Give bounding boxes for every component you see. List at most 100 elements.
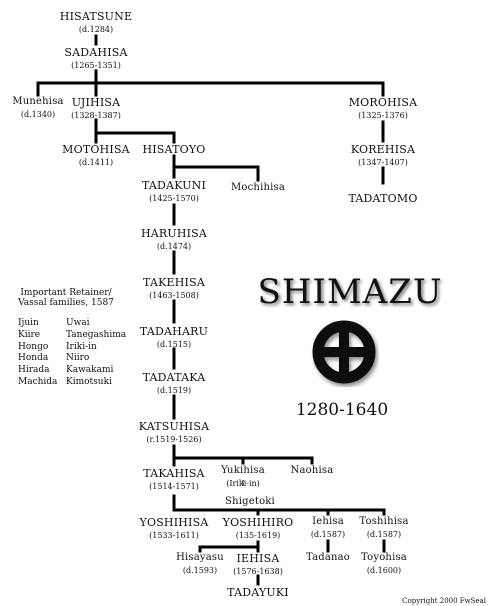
person-takehisa: TAKEHISA (1463-1508) [143,277,205,300]
person-dates: (1328-1387) [71,111,121,120]
person-name: Iehisa [312,516,344,527]
person-shigetoki: Shigetoki [225,497,275,507]
person-dates: (1325-1376) [358,111,408,120]
person-hisayasu: Hisayasu (d.1593) [176,553,224,575]
person-toyohisa: Toyohisa (d.1600) [361,553,407,575]
person-dates: (d.1340) [20,110,56,119]
person-name: HISATOYO [142,143,206,156]
person-dates: (d.1474) [156,242,192,251]
retainer-family: Honda [18,353,49,364]
person-name: TADAYUKI [227,586,289,599]
person-dates: (1425-1570) [149,194,199,203]
retainer-family: Hirada [18,365,50,376]
person-name: KATSUHISA [138,420,210,433]
person-dates: (r.1519-1526) [146,435,202,444]
person-name: TAKEHISA [143,276,205,289]
person-iehisa2: IEHISA (1576-1638) [233,553,283,576]
person-dates: (1533-1611) [149,531,199,540]
retainer-family: Kawakami [66,365,114,376]
person-tadayuki: TADAYUKI [227,587,289,598]
person-haruhisa: HARUHISA (d.1474) [141,228,207,251]
person-katsuhisa: KATSUHISA (r.1519-1526) [139,421,209,444]
person-dates: (d.1284) [78,25,114,34]
person-dates: (d.1515) [156,340,192,349]
retainer-family: Machida [18,376,58,387]
person-name: HARUHISA [140,227,208,240]
person-name: Toshihisa [359,516,409,527]
person-tadatomo: TADATOMO [348,193,417,204]
person-dates: (1347-1407) [358,158,408,167]
person-dates: (1463-1508) [149,291,199,300]
person-name: Naohisa [290,465,334,476]
person-name: Yukihisa [221,465,265,476]
person-name: TADAKUNI [141,179,207,192]
person-name: TADATAKA [142,371,206,384]
person-name: IEHISA [236,552,280,565]
person-name: YOSHIHISA [139,516,209,529]
person-yoshihiro: YOSHIHIRO (135-1619) [223,517,294,540]
person-korehisa: KOREHISA (1347-1407) [351,144,415,167]
person-name: MOROHISA [348,96,418,109]
person-iehisa1: Iehisa (d.1587) [311,517,345,539]
retainer-family: Hongo [18,341,49,352]
person-sadahisa: SADAHISA(1265-1351) [64,47,127,70]
person-dates: (d.1587) [310,530,346,539]
shimazu-crest-icon [312,320,376,384]
era-years: 1280-1640 [295,400,389,420]
person-tadanao: Tadanao [306,553,350,563]
person-hisatoyo: HISATOYO [142,144,205,155]
person-name: SADAHISA [64,46,128,59]
person-mochihisa: Mochihisa [231,183,285,193]
person-name: UJIHISA [71,96,121,109]
person-hisatsune: HISATSUNE (d.1284) [60,11,132,34]
person-dates: (1576-1638) [233,567,283,576]
retainer-family: Kiire [18,329,41,340]
retainer-family: Ijuin [18,318,39,328]
person-name: KOREHISA [350,143,416,156]
person-yukihisa: Yukihisa (Iriki-in) [221,466,265,488]
person-dates: (d.1600) [366,566,402,575]
person-toshihisa: Toshihisa (d.1587) [359,517,408,539]
person-name: Shigetoki [225,496,275,507]
retainers-heading: Important Retainer/ Vassal families, 158… [18,288,114,309]
retainer-family: Uwai [66,318,90,328]
person-name: Tadanao [305,552,351,563]
person-name: MOTOHISA [62,143,130,156]
person-dates: (d.1411) [78,158,114,167]
person-munehisa: Munehisa (d.1340) [12,97,63,119]
person-name: Munehisa [12,96,64,107]
person-name: TADAHARU [139,325,209,338]
person-name: TADATOMO [348,192,418,205]
person-name: Mochihisa [230,182,286,193]
person-ujihisa: UJIHISA (1328-1387) [71,97,121,120]
retainers-heading-line2: Vassal families, 1587 [18,298,114,309]
retainer-family: Tanegashima [66,329,127,340]
person-motohisa: MOTOHISA (d.1411) [62,144,130,167]
clan-title: SHIMAZU [257,272,443,312]
person-name: HISATSUNE [59,10,133,23]
person-name: Toyohisa [361,552,407,563]
copyright-note: Copyright 2000 FwSeal [402,597,486,605]
person-naohisa: Naohisa [291,466,334,476]
person-morohisa: MOROHISA (1325-1376) [349,97,418,120]
retainer-family: Kimotsuki [66,376,112,387]
person-name: TAKAHISA [143,467,205,480]
person-dates: (Iriki-in) [226,479,260,488]
person-name: Hisayasu [176,552,224,563]
person-name: YOSHIHIRO [222,516,294,529]
person-dates: (d.1587) [366,530,402,539]
person-dates: (1514-1571) [149,482,199,491]
person-dates: (135-1619) [235,531,281,540]
person-tadaharu: TADAHARU (d.1515) [140,326,208,349]
person-tadataka: TADATAKA(d.1519) [143,372,206,395]
person-yoshihisa: YOSHIHISA (1533-1611) [140,517,209,540]
retainer-family: Iriki-in [66,341,97,352]
retainers-heading-line1: Important Retainer/ [20,288,112,298]
person-tadakuni: TADAKUNI (1425-1570) [142,180,206,203]
retainer-family: Niiro [66,353,90,364]
person-takahisa: TAKAHISA (1514-1571) [143,468,204,491]
person-dates: (d.1593) [182,566,218,575]
